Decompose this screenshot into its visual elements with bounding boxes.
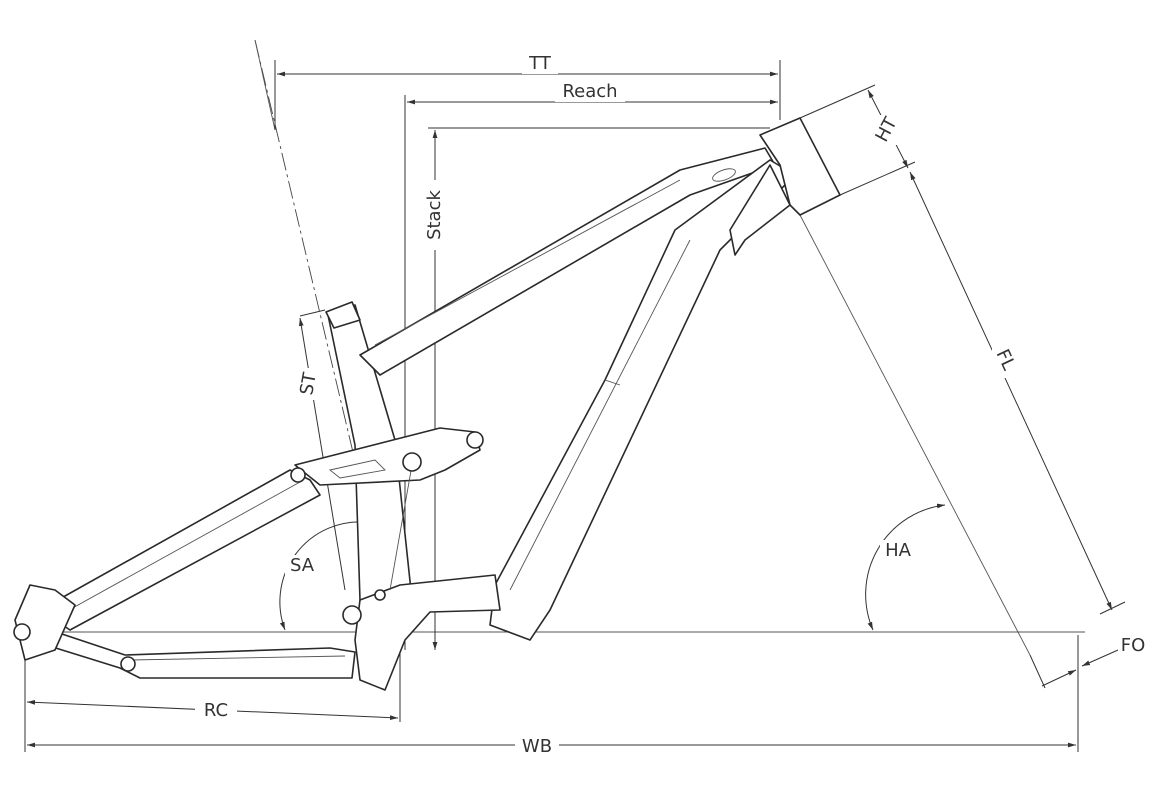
fo-dimension: FO [1029, 635, 1146, 752]
head-tube-gusset [729, 164, 791, 256]
st-dimension: ST [296, 309, 346, 591]
steering-axis-line [799, 214, 1031, 656]
reach-label: Reach [562, 81, 617, 102]
pivot-shock-lower [374, 589, 386, 601]
pivot-seatstay [290, 467, 306, 483]
rear-dropout [14, 584, 76, 661]
bottom-bracket-area [354, 574, 501, 691]
shock [389, 464, 413, 591]
reach-dimension: Reach [404, 80, 778, 650]
pivot-upper-rocker [466, 431, 484, 449]
st-label: ST [296, 370, 321, 397]
fl-dimension: FL [909, 171, 1126, 615]
wb-dimension: WB [27, 736, 1076, 758]
tt-dimension: TT [274, 53, 781, 130]
pivot-chainstay [120, 656, 136, 672]
sa-label: SA [290, 555, 315, 576]
rear-axle [13, 623, 31, 641]
pivot-main [342, 605, 362, 625]
wb-label: WB [522, 736, 552, 757]
sa-angle: SA [279, 519, 366, 631]
tt-label: TT [528, 53, 552, 74]
ht-dimension: HT [799, 84, 916, 196]
bike-frame [13, 117, 841, 691]
ha-angle: HA [865, 503, 946, 631]
fo-label: FO [1121, 635, 1146, 656]
ha-label: HA [885, 540, 912, 561]
stack-label: Stack [424, 190, 445, 240]
chainstay [29, 624, 356, 679]
seat-collar [325, 301, 361, 329]
stack-dimension: Stack [424, 127, 770, 650]
pivot-shock-rocker [402, 452, 422, 472]
rc-label: RC [204, 700, 228, 721]
seat-axis-extension [254, 39, 276, 131]
head-tube [759, 117, 841, 216]
rocker-link [294, 427, 481, 486]
